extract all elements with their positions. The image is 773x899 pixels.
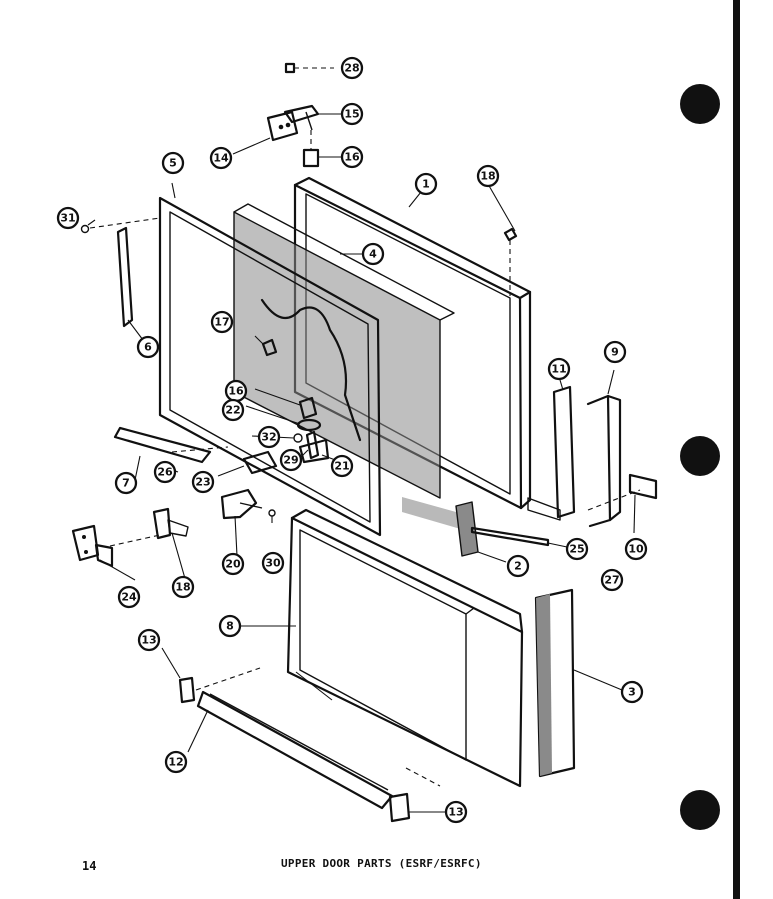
callout-17: 17 [210, 310, 234, 334]
callout-label: 17 [214, 316, 229, 329]
callout-label: 26 [157, 466, 173, 479]
callout-14: 14 [209, 146, 233, 170]
callout-5: 5 [161, 151, 185, 175]
callout-label: 23 [195, 476, 210, 489]
gasket-frame-part-5 [158, 182, 382, 537]
callout-label: 5 [169, 157, 177, 170]
callout-16-mid: 16 [224, 379, 248, 403]
door-liner-part-8 [240, 508, 524, 788]
callout-15: 15 [340, 102, 364, 126]
top-hinge-assembly [232, 62, 352, 168]
callout-25: 25 [565, 537, 589, 561]
punch-hole-bottom [680, 790, 720, 830]
callout-label: 16 [344, 151, 360, 164]
binder-edge-bar [733, 0, 740, 899]
callout-label: 13 [448, 806, 463, 819]
callout-label: 25 [569, 543, 584, 556]
callout-20: 20 [221, 552, 245, 576]
page-number: 14 [82, 859, 97, 873]
callout-label: 12 [168, 756, 183, 769]
callout-18-bottom: 18 [171, 575, 195, 599]
callout-label: 13 [141, 634, 156, 647]
punch-hole-middle [680, 436, 720, 476]
callout-label: 11 [551, 363, 566, 376]
callout-23: 23 [191, 470, 215, 494]
callout-label: 1 [422, 178, 430, 191]
bottom-breaker-strips [402, 497, 568, 563]
callout-31: 31 [56, 206, 80, 230]
callout-32: 32 [257, 425, 281, 449]
callout-10: 10 [624, 537, 648, 561]
callout-label: 24 [121, 591, 137, 604]
callout-4: 4 [361, 242, 385, 266]
callout-26: 26 [153, 460, 177, 484]
punch-hole-top [680, 84, 720, 124]
insulation-panel-part-4 [233, 203, 455, 499]
callout-label: 29 [283, 454, 298, 467]
callout-12: 12 [164, 750, 188, 774]
callout-label: 3 [628, 686, 636, 699]
callout-28: 28 [340, 56, 364, 80]
bottom-hinge-parts [113, 426, 330, 523]
callout-label: 2 [514, 560, 522, 573]
callout-label: 18 [480, 170, 495, 183]
callout-label: 16 [228, 385, 244, 398]
callout-9-right: 9 [603, 340, 627, 364]
callout-label: 10 [628, 543, 644, 556]
callout-13-bottom: 13 [444, 800, 468, 824]
callout-6: 6 [136, 335, 160, 359]
callout-16-top: 16 [340, 145, 364, 169]
callout-3: 3 [620, 680, 644, 704]
callout-label: 28 [344, 62, 359, 75]
callout-label: 32 [261, 431, 276, 444]
callout-label: 8 [226, 620, 234, 633]
callout-22: 22 [221, 398, 245, 422]
callout-30: 30 [261, 551, 285, 575]
callout-24: 24 [117, 585, 141, 609]
callout-8-liner: 8 [218, 614, 242, 638]
callout-18-top: 18 [476, 164, 500, 188]
callout-label: 20 [225, 558, 241, 571]
callout-label: 18 [175, 581, 190, 594]
part-callouts: 28 15 14 16 1 18 5 31 4 17 6 11 9 16 22 … [56, 56, 648, 824]
callout-label: 27 [604, 574, 619, 587]
callout-1: 1 [414, 172, 438, 196]
page-title: UPPER DOOR PARTS (ESRF/ESRFC) [281, 857, 482, 870]
callout-label: 6 [144, 341, 152, 354]
left-strip-parts [80, 217, 161, 341]
lower-hinge-plate-parts [71, 507, 189, 581]
side-panel-part-3 [534, 588, 623, 778]
lower-hinge-small-parts [254, 335, 322, 460]
right-side-parts [527, 369, 658, 534]
callout-29: 29 [279, 448, 303, 472]
callout-label: 14 [213, 152, 229, 165]
callout-11: 11 [547, 357, 571, 381]
callout-label: 21 [334, 460, 349, 473]
callout-label: 15 [344, 108, 359, 121]
callout-13-left: 13 [137, 628, 161, 652]
callout-label: 7 [122, 477, 130, 490]
callout-21: 21 [330, 454, 354, 478]
callout-2: 2 [506, 554, 530, 578]
callout-label: 30 [265, 557, 281, 570]
callout-27: 27 [600, 568, 624, 592]
callout-label: 9 [611, 346, 619, 359]
callout-label: 22 [225, 404, 240, 417]
bottom-rail-parts [161, 647, 446, 823]
callout-label: 4 [369, 248, 377, 261]
callout-label: 31 [60, 212, 75, 225]
callout-7: 7 [114, 471, 138, 495]
